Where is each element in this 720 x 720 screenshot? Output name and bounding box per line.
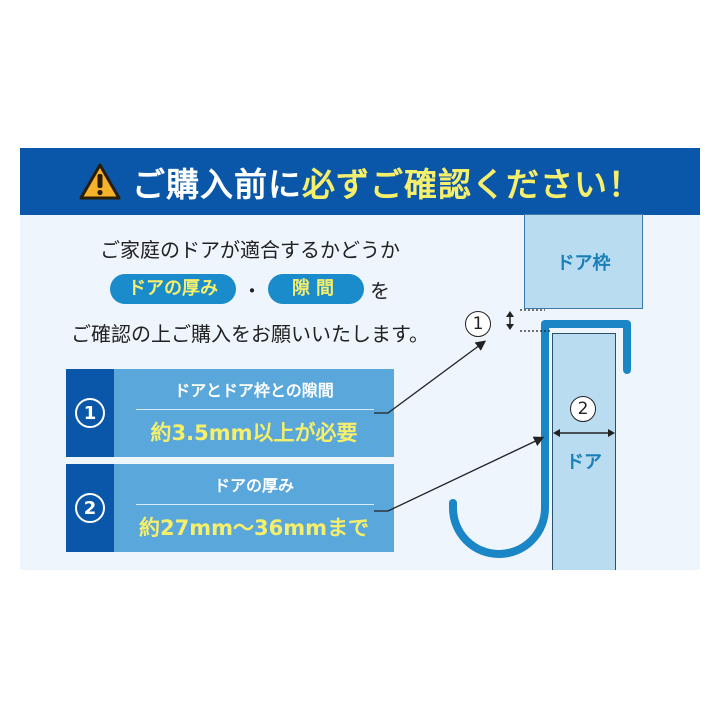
particle: を xyxy=(370,278,390,303)
intro-line-3: ご確認の上ご購入をお願いいたします。 xyxy=(71,322,429,346)
spec-divider xyxy=(136,504,374,505)
spec-value: 約27mm～36mmまで xyxy=(139,516,369,540)
pill-gap: 隙間 xyxy=(268,274,364,304)
marker-gap: 1 xyxy=(465,311,491,337)
spec-label: ドアとドア枠との隙間 xyxy=(174,381,334,400)
intro-line-1: ご家庭のドアが適合するかどうか xyxy=(100,238,400,262)
intro-line-2: ドアの厚み ・ 隙間 を xyxy=(40,274,460,304)
hook-shape xyxy=(449,320,631,558)
marker-thickness-number: 2 xyxy=(577,399,589,419)
circled-number: 1 xyxy=(75,398,105,428)
spec-label: ドアの厚み xyxy=(213,476,294,495)
separator: ・ xyxy=(242,278,262,303)
diagram-lines xyxy=(374,309,631,558)
spec-number-block: 2 xyxy=(66,464,114,552)
spec-number-block: 1 xyxy=(66,369,114,457)
warning-triangle-icon xyxy=(78,162,122,202)
spec-value: 約3.5mm以上が必要 xyxy=(150,421,358,445)
spec-box-thickness: 2 ドアの厚み 約27mm～36mmまで xyxy=(66,464,394,552)
banner-title: ご購入前に必ずご確認ください！ xyxy=(132,158,642,206)
banner-title-yellow: 必ずご確認ください！ xyxy=(302,164,642,204)
banner-title-white: ご購入前に xyxy=(132,164,302,204)
door-frame-label: ドア枠 xyxy=(556,252,611,274)
door-frame-block: ドア枠 xyxy=(524,214,643,309)
notice-banner: ご購入前に必ずご確認ください！ xyxy=(20,148,700,215)
door-block xyxy=(552,333,616,570)
door-label: ドア xyxy=(566,452,602,473)
circled-number: 2 xyxy=(75,493,105,523)
spec-divider xyxy=(136,409,374,410)
marker-thickness: 2 xyxy=(570,396,596,422)
notice-panel: ご購入前に必ずご確認ください！ ご家庭のドアが適合するかどうか ドアの厚み ・ … xyxy=(20,148,700,570)
pill-door-thickness: ドアの厚み xyxy=(110,274,236,304)
spec-box-gap: 1 ドアとドア枠との隙間 約3.5mm以上が必要 xyxy=(66,369,394,457)
marker-gap-number: 1 xyxy=(472,314,484,334)
